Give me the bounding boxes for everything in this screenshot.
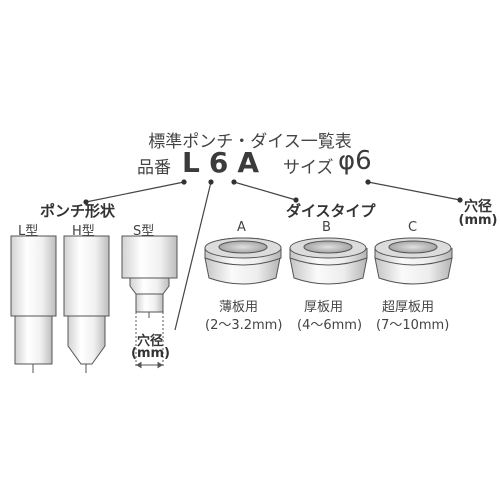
punch-hole-diameter-unit: (mm) xyxy=(131,346,170,361)
model-code: L6A xyxy=(182,146,268,179)
die-b-letter: B xyxy=(322,220,331,235)
size-label: サイズ xyxy=(283,158,334,178)
leader-to-size xyxy=(367,181,461,201)
die-c-letter: C xyxy=(408,220,418,235)
punch-type-s-label: S型 xyxy=(133,224,155,239)
die-a-name: 薄板用 xyxy=(219,300,259,315)
punch-diameter-dimension xyxy=(135,304,164,369)
die-a xyxy=(204,237,282,285)
size-value: φ6 xyxy=(338,146,372,176)
leader-lines xyxy=(83,179,463,331)
punch-h-type xyxy=(63,235,110,373)
punch-l-type xyxy=(10,235,57,373)
size-hole-diameter-unit: (mm) xyxy=(458,213,498,228)
punch-type-h-label: H型 xyxy=(72,224,95,239)
leader-to-die-type xyxy=(233,181,297,201)
punch-type-l-label: L型 xyxy=(18,224,39,239)
punch-shape-heading: ポンチ形状 xyxy=(40,202,116,220)
leader-to-punch-diameter xyxy=(174,181,212,331)
size-hole-diameter-label: 穴径 xyxy=(464,199,492,215)
punch-s-type xyxy=(121,235,178,318)
die-c-name: 超厚板用 xyxy=(382,300,435,315)
die-b xyxy=(289,237,368,285)
die-type-heading: ダイスタイプ xyxy=(286,202,376,220)
leader-to-punch-shape xyxy=(85,181,185,203)
die-a-range: (2～3.2mm) xyxy=(205,318,283,333)
die-a-letter: A xyxy=(237,220,246,235)
punch-hole-diameter-label: 穴径 xyxy=(136,334,163,349)
die-c xyxy=(374,237,453,285)
table-title: 標準ポンチ・ダイス一覧表 xyxy=(148,132,352,152)
die-b-range: (4～6mm) xyxy=(297,318,363,333)
part-number-label: 品番 xyxy=(137,158,171,178)
die-b-name: 厚板用 xyxy=(304,300,344,315)
die-c-range: (7～10mm) xyxy=(376,318,450,333)
